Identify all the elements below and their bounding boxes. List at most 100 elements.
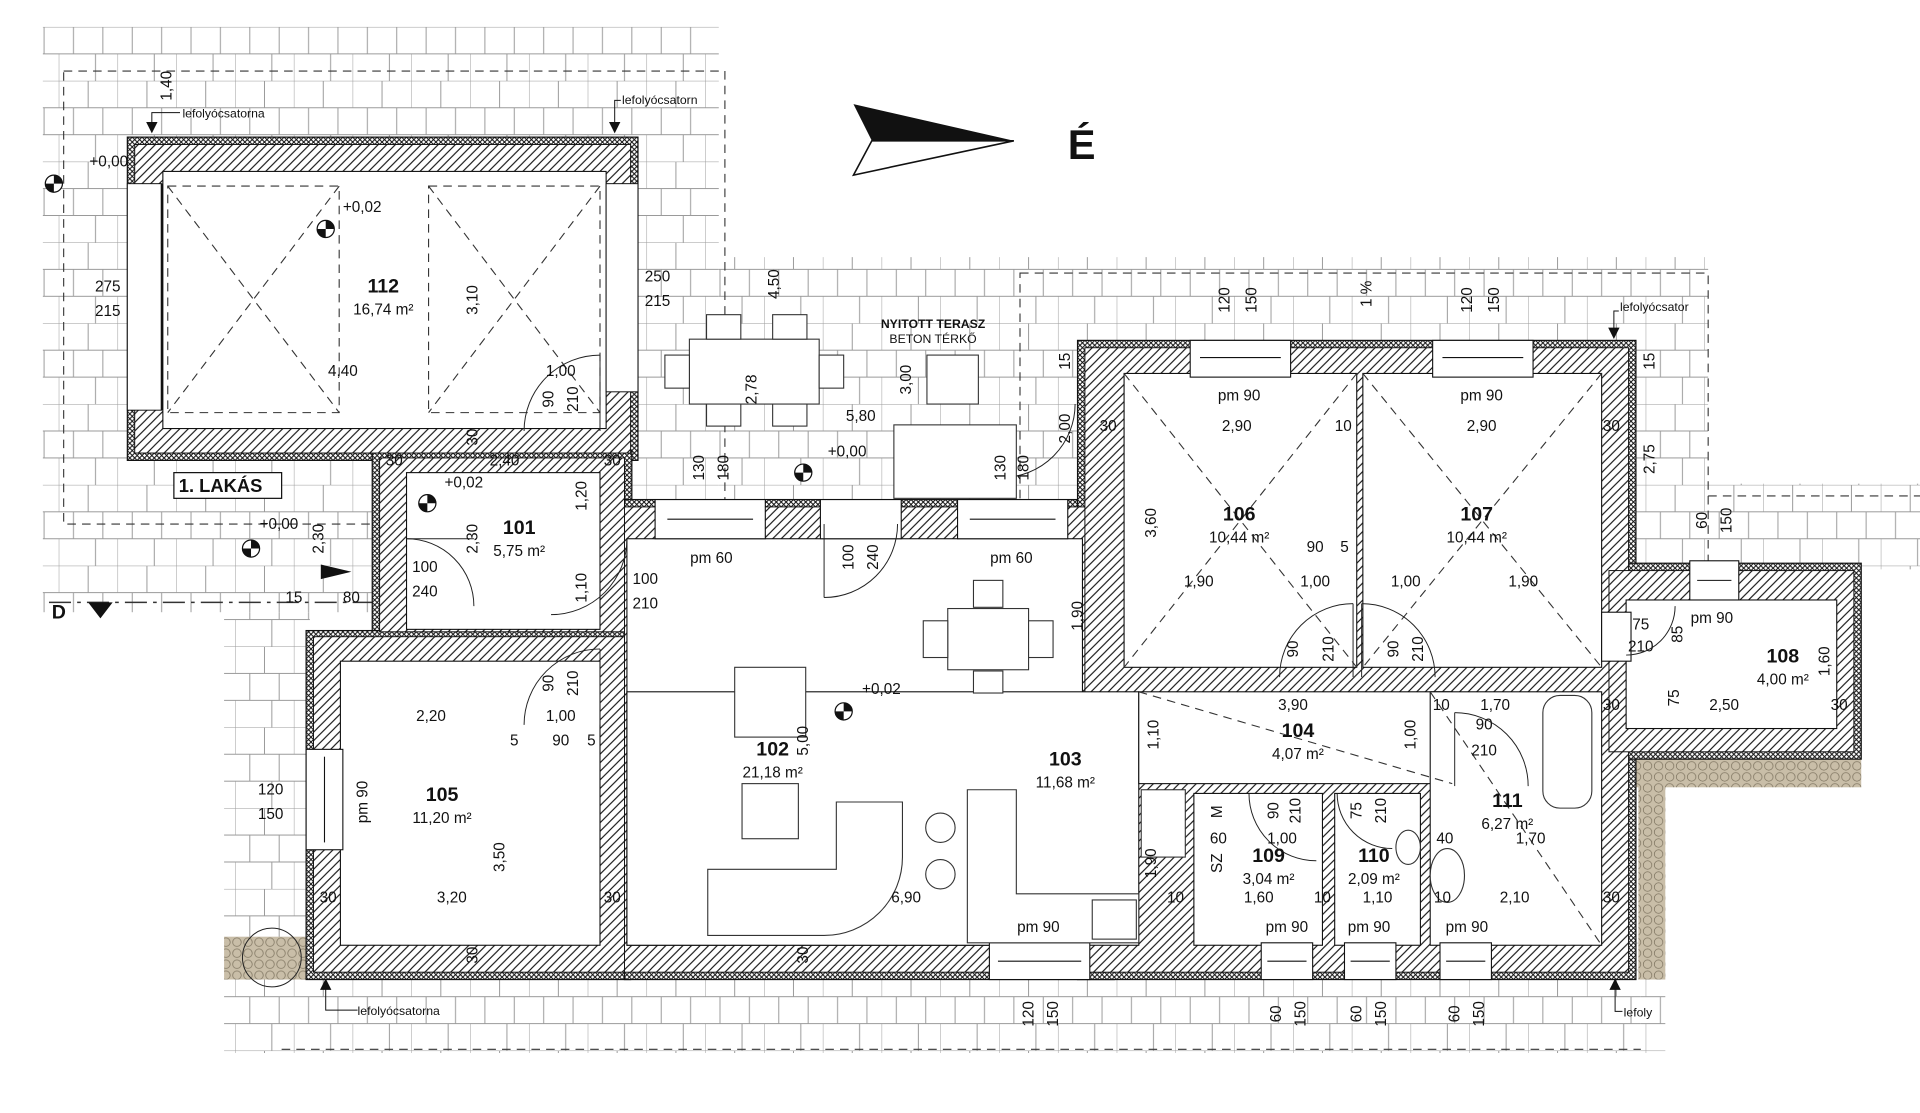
dimension-label: 120 [1459,287,1476,313]
dimension-label: 1,00 [1391,573,1421,590]
dimension-label: 2,10 [1500,889,1530,906]
dimension-label: 10 [1335,418,1352,435]
dimension-label: 180 [1016,455,1033,481]
dimension-label: 4,40 [328,363,358,380]
room-area: 11,20 m² [412,810,471,827]
drain-note: lefolyócsatorna [182,107,264,121]
room-number: 102 [756,738,789,760]
room-area: 4,07 m² [1272,746,1324,763]
dimension-label: 2,30 [310,524,327,554]
elevation-label: +0,02 [862,681,901,698]
garage-door [126,183,639,411]
section-marker-label: D [52,601,66,623]
dimension-label: 150 [1243,287,1260,313]
dimension-label: 30 [1603,418,1620,435]
dimension-label: 215 [645,293,671,310]
dimension-label: 120 [1216,287,1233,313]
room-area: 16,74 m² [353,302,413,319]
room-number: 103 [1049,748,1082,770]
ceiling-marks [167,185,1603,946]
dimension-label: 90 [1285,640,1302,657]
dimension-label: 210 [1471,742,1497,759]
dimension-label: 1,00 [1300,573,1330,590]
dimension-label: 215 [95,303,121,320]
bar-stool [925,812,956,843]
dimension-label: 90 [540,391,557,408]
room-area: 2,09 m² [1348,871,1400,888]
dimension-label: 60 [1210,831,1227,848]
room-number: 111 [1492,790,1523,812]
drain-note: lefoly [1624,1005,1653,1019]
dimension-label: 1,10 [1363,889,1393,906]
stove [1091,899,1137,940]
dimension-label: 3,10 [465,285,482,315]
dimension-label: 2,90 [1222,418,1252,435]
sink [1140,789,1186,858]
dimension-label: 120 [258,782,284,799]
north-label: É [1068,121,1096,168]
entrance-arrow-icon [320,564,352,580]
elevation-label: +0,00 [828,444,867,461]
dimension-label: 1,20 [574,481,591,511]
dimension-label: 1,10 [574,573,591,603]
dimension-label: 210 [1320,636,1337,662]
drain-pipes [146,99,1623,1012]
window-label: pm 90 [1218,387,1261,404]
dimension-label: 2,30 [465,524,482,554]
dimension-label: 75 [1349,802,1366,819]
dimension-label: 5,80 [846,408,876,425]
dimension-label: 1,60 [1244,889,1274,906]
dimension-label: 30 [795,947,812,964]
dimension-label: 60 [1447,1005,1464,1022]
dimension-label: 85 [1669,626,1686,643]
dimension-label: 30 [386,452,403,469]
window-label: pm 60 [990,550,1033,567]
dimension-label: 1,70 [1516,831,1546,848]
dimension-label: 1,00 [546,708,576,725]
dimension-label: 1,00 [1403,720,1420,750]
dimension-label: 30 [465,947,482,964]
terrace-lounge [893,424,1017,499]
room-number: 110 [1358,845,1390,867]
dimension-label: 100 [633,571,659,588]
dimension-label: 2,50 [1709,697,1739,714]
room-area: 11,68 m² [1036,774,1095,791]
dimension-label: 210 [565,386,582,412]
room-number: 105 [426,784,459,806]
dimension-label: 30 [465,429,482,446]
dimension-label: 40 [1436,831,1453,848]
dimension-label: 1,40 [158,71,175,101]
dimension-label: 10 [1314,889,1331,906]
elevation-label: +0,02 [343,199,382,216]
dimension-label: 4,50 [766,269,783,299]
dimension-label: 250 [645,269,671,286]
dimension-label: 1,00 [1267,831,1297,848]
dimension-label: 30 [320,889,337,906]
dimension-label: 3,00 [898,365,915,395]
apartment-label-box [173,472,283,499]
dimension-label: 120 [1020,1001,1037,1027]
dimension-label: 1,70 [1480,697,1510,714]
room-number: 108 [1767,645,1800,667]
room-number: 107 [1460,503,1493,525]
dimension-label: 2,00 [1057,414,1074,444]
dimension-label: 150 [1292,1001,1309,1027]
dimension-label: 60 [1694,512,1711,529]
terrace-title: NYITOTT TERASZ [881,317,986,331]
elevation-label: +0,02 [444,474,483,491]
dimension-label: 2,90 [1467,418,1497,435]
dimension-label: 1,90 [1184,573,1214,590]
dimension-label: 3,90 [1278,697,1308,714]
dimension-label: 3,50 [491,842,508,872]
dimension-label: 5 [510,733,519,750]
windows [305,339,1740,981]
apartment-label: 1. LAKÁS [179,475,263,496]
dimension-label: 15 [285,589,302,606]
toilet [1429,847,1466,903]
window-label: pm 90 [1460,387,1503,404]
room-number: 101 [503,517,536,539]
dimension-label: 210 [1628,638,1654,655]
drain-note: lefolyócsatorna [358,1004,440,1018]
